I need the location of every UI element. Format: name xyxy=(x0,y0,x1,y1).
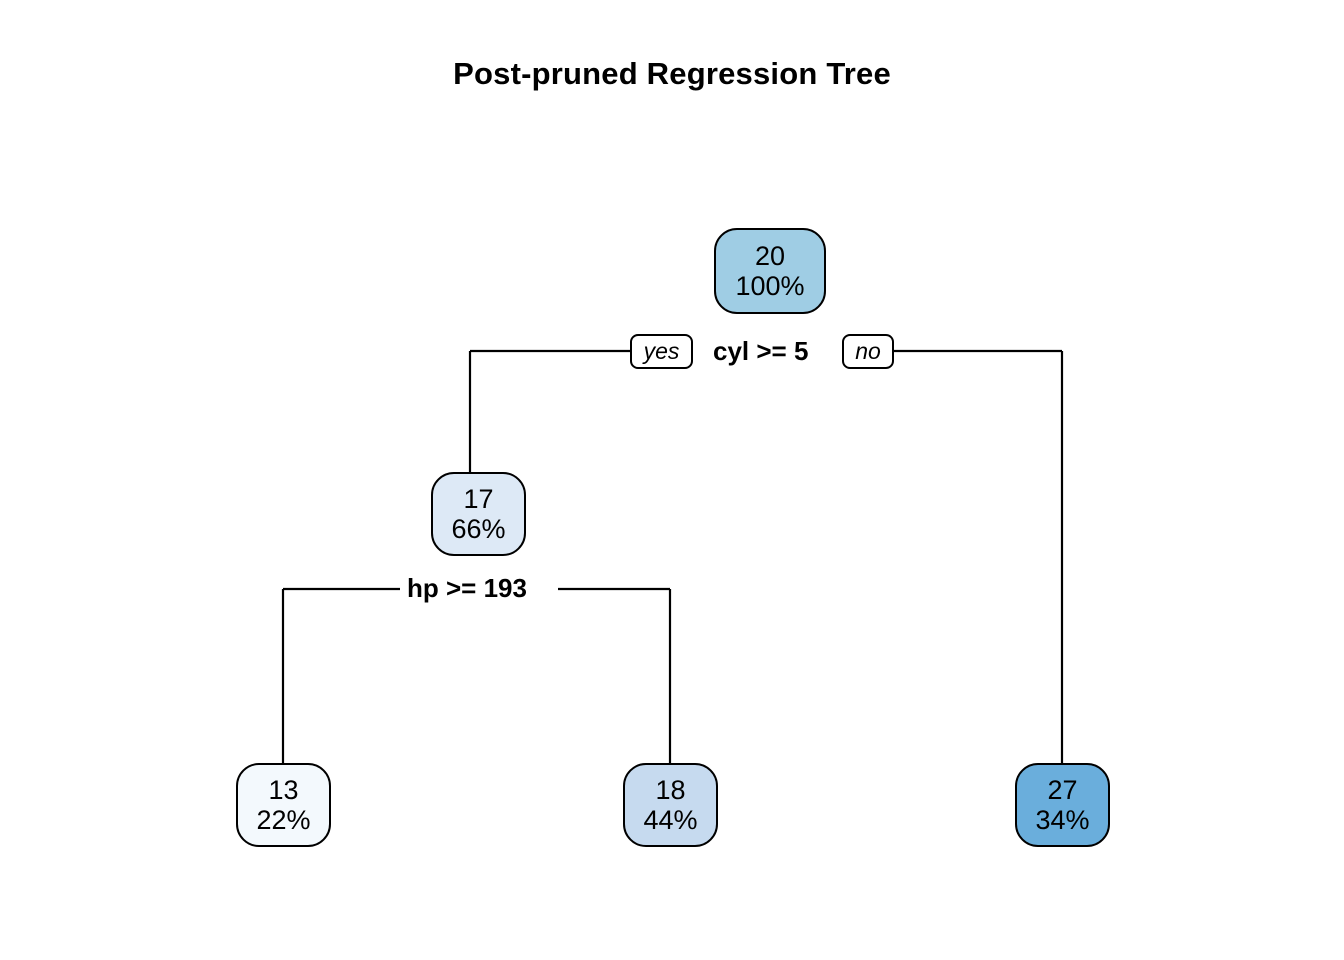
split-yes-badge-cyl: yes xyxy=(630,334,693,369)
node-percent: 100% xyxy=(735,271,805,301)
node-value: 13 xyxy=(268,774,299,805)
tree-node-n13[interactable]: 13 22% xyxy=(236,763,331,847)
node-value: 17 xyxy=(463,483,494,514)
split-label-cyl: cyl >= 5 xyxy=(708,338,814,364)
node-value: 20 xyxy=(754,240,786,271)
split-no-badge-cyl: no xyxy=(842,334,894,369)
split-label-hp: hp >= 193 xyxy=(402,575,532,601)
node-value: 27 xyxy=(1047,774,1078,805)
split-yes-label: yes xyxy=(643,338,680,364)
node-percent: 22% xyxy=(256,805,311,835)
tree-node-n17[interactable]: 17 66% xyxy=(431,472,526,556)
tree-node-n27[interactable]: 27 34% xyxy=(1015,763,1110,847)
node-value: 18 xyxy=(655,774,686,805)
split-no-label: no xyxy=(855,338,881,364)
node-percent: 66% xyxy=(451,514,506,544)
tree-node-root[interactable]: 20 100% xyxy=(714,228,826,314)
node-percent: 34% xyxy=(1035,805,1090,835)
page-title: Post-pruned Regression Tree xyxy=(453,56,891,91)
tree-node-n18[interactable]: 18 44% xyxy=(623,763,718,847)
node-percent: 44% xyxy=(643,805,698,835)
